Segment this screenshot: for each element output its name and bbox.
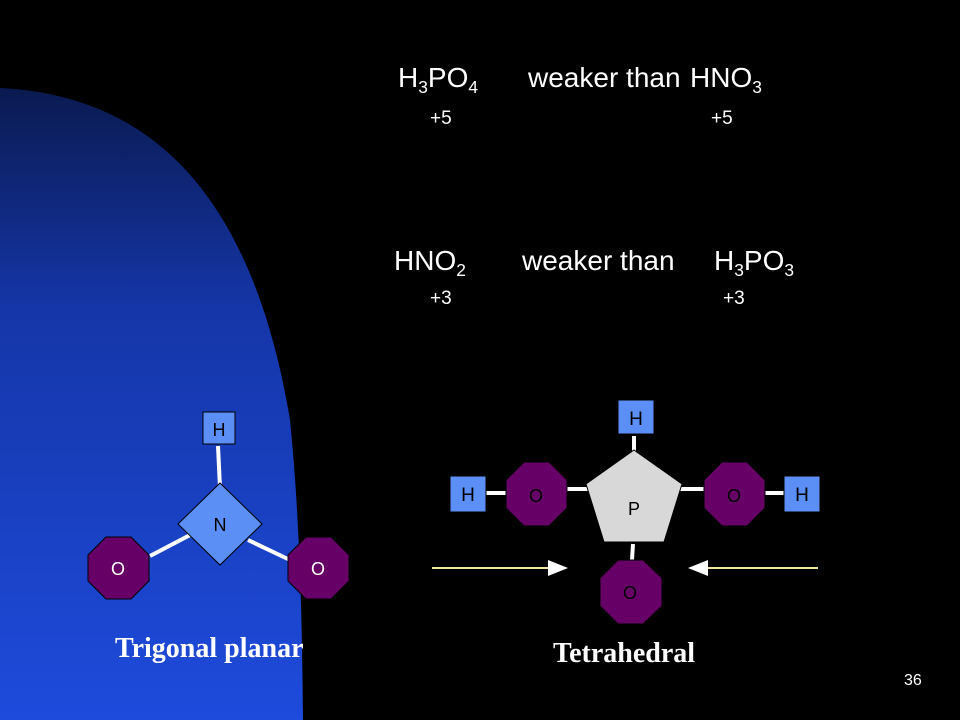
tetra-h-right-box: [783, 475, 821, 513]
tetra-o-bottom-octagon: [599, 559, 663, 625]
tetra-o-bottom-label: O: [623, 583, 637, 603]
bond-n-o-left: [149, 532, 193, 558]
row1-left-base: H: [398, 62, 419, 93]
tetra-h-top-box: [617, 399, 655, 435]
phosphorus-label: P: [628, 499, 640, 519]
row2-left-base: HNO: [394, 245, 457, 276]
trigonal-o-right-octagon: [287, 536, 350, 600]
tetra-h-left-label: H: [461, 485, 475, 506]
tetra-o-right-label: O: [727, 486, 741, 506]
nitrogen-diamond: [177, 482, 263, 566]
tetra-o-left-octagon: [505, 461, 568, 527]
row1-relation: weaker than: [528, 62, 681, 93]
row1-left-sub1: 3: [418, 77, 428, 98]
tetra-h-top-label: H: [629, 409, 643, 430]
trigonal-h-box: [202, 411, 236, 445]
row2-relation: weaker than: [522, 245, 675, 276]
bond-n-h: [216, 445, 222, 489]
row2-right-sub2: 3: [784, 260, 795, 281]
page-number: 36: [904, 672, 922, 689]
row1-right-sub: 3: [752, 77, 762, 98]
row2-ox-left: +3: [430, 288, 452, 309]
trigonal-molecule: H N O O: [87, 411, 350, 600]
trigonal-o-left-label: O: [111, 559, 125, 579]
row2-right-base: H: [714, 245, 735, 276]
trigonal-o-right-label: O: [311, 559, 325, 579]
row2-right-mid: PO: [743, 245, 785, 276]
tetra-o-right-octagon: [703, 461, 766, 527]
nitrogen-label: N: [214, 515, 227, 535]
background-swoosh: [0, 88, 303, 720]
tetra-h-right-label: H: [795, 485, 809, 506]
row2-ox-right: +3: [723, 288, 745, 309]
row1-ox-left: +5: [430, 108, 452, 129]
row2-right-sub1: 3: [734, 260, 744, 281]
row1-left-formula: H3PO4: [398, 62, 479, 98]
row1-left-sub2: 4: [468, 77, 479, 98]
row2-left-formula: HNO2: [394, 245, 466, 281]
row1-ox-right: +5: [711, 108, 733, 129]
row1-right-formula: HNO3: [690, 62, 762, 98]
row2-right-formula: H3PO3: [714, 245, 795, 281]
tetra-o-left-label: O: [529, 486, 543, 506]
row2-left-sub: 2: [456, 260, 466, 281]
row1-right-base: HNO: [690, 62, 753, 93]
tetrahedral-caption: Tetrahedral: [553, 638, 696, 669]
row1-left-mid: PO: [427, 62, 469, 93]
phosphorus-pentagon: [585, 449, 683, 543]
bond-p-obottom: [630, 543, 635, 561]
trigonal-o-left-octagon: [87, 536, 150, 600]
bond-n-o-right: [247, 538, 291, 562]
tetrahedral-molecule: H H H P O O O: [432, 399, 821, 625]
tetra-h-left-box: [449, 475, 487, 513]
trigonal-h-label: H: [213, 420, 226, 440]
trigonal-caption: Trigonal planar: [115, 633, 304, 664]
